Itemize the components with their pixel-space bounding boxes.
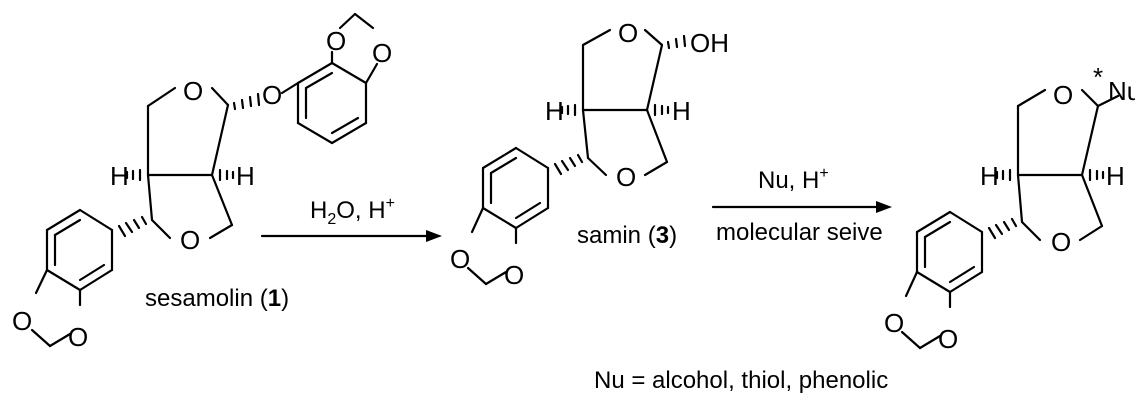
product-structure: [900, 88, 1120, 350]
sesamolin-ring-oxygen: O: [180, 225, 200, 255]
hashed-bond: [125, 168, 142, 182]
nucleophile-definition: Nu = alcohol, thiol, phenolic: [594, 367, 888, 394]
samin-structure: [466, 28, 687, 286]
sesamolin-structure: [30, 12, 379, 348]
product-dioxole-oxygen: O: [938, 324, 958, 354]
compound-label-sesamolin: sesamolin (1): [145, 285, 289, 312]
sesamolin-dioxole-oxygen: O: [12, 306, 32, 336]
hashed-bond: [117, 215, 148, 238]
reagent-condition: molecular seive: [716, 219, 883, 246]
reagent-water-acid: H2O, H+: [310, 195, 395, 228]
sesamolin-dioxole-oxygen: O: [68, 322, 88, 352]
hashed-bond: [653, 103, 670, 117]
samin-ring-oxygen: O: [616, 162, 636, 192]
product-hydrogen: H: [980, 161, 999, 191]
hashed-bond: [232, 92, 261, 111]
product-stereocenter-star: *: [1093, 62, 1103, 92]
samin-ring-oxygen: O: [618, 18, 638, 48]
sesamolin-hydrogen: H: [110, 161, 129, 191]
samin-hydrogen: H: [672, 96, 691, 126]
samin-hydroxyl: OH: [690, 28, 729, 58]
compound-label-samin: samin (3): [577, 222, 677, 249]
hashed-bond: [666, 34, 687, 50]
sesamolin-dioxole-oxygen: O: [372, 38, 392, 68]
hashed-bond: [1088, 168, 1105, 182]
hashed-bond: [218, 168, 235, 182]
sesamolin-ether-oxygen: O: [262, 80, 282, 110]
hashed-bond: [553, 153, 584, 176]
product-nucleophile: Nu: [1108, 76, 1135, 106]
reaction-arrow-1: [260, 230, 442, 242]
reaction-arrow-2: [711, 201, 892, 213]
product-hydrogen: H: [1106, 161, 1125, 191]
product-ring-oxygen: O: [1051, 227, 1071, 257]
samin-dioxole-oxygen: O: [450, 244, 470, 274]
samin-dioxole-oxygen: O: [504, 260, 524, 290]
hashed-bond: [987, 217, 1018, 240]
hashed-bond: [995, 168, 1012, 182]
reagent-nucleophile-acid: Nu, H+: [758, 165, 829, 194]
product-dioxole-oxygen: O: [884, 308, 904, 338]
sesamolin-hydrogen: H: [236, 161, 255, 191]
sesamolin-ring-oxygen: O: [183, 76, 203, 106]
hashed-bond: [560, 103, 577, 117]
product-ring-oxygen: O: [1053, 80, 1073, 110]
samin-hydrogen: H: [545, 96, 564, 126]
sesamolin-dioxole-oxygen: O: [326, 26, 346, 56]
